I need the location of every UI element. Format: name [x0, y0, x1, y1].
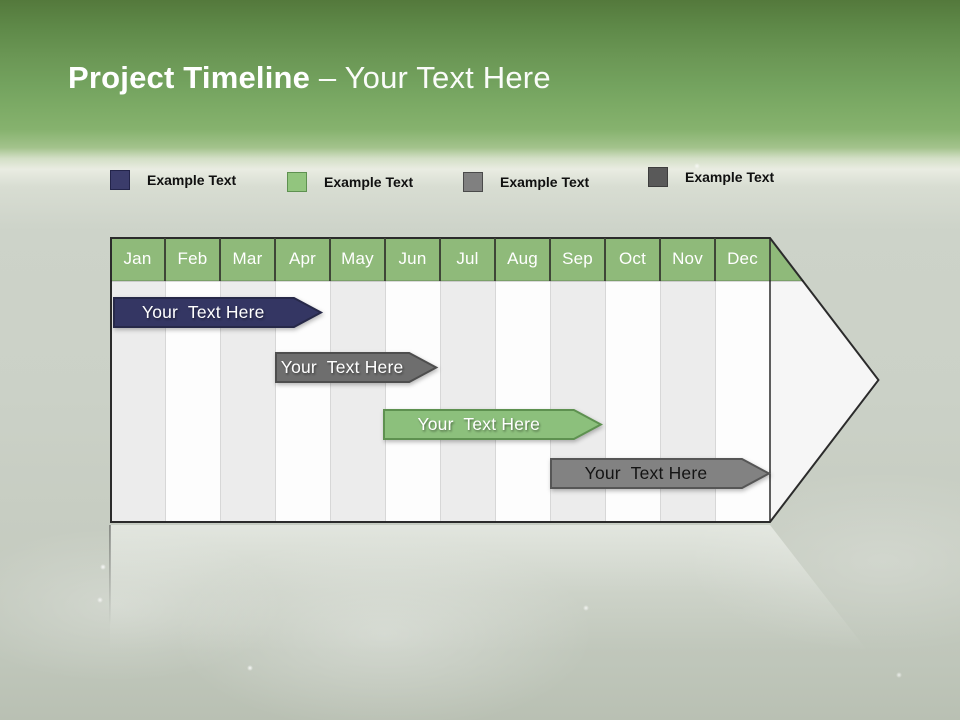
bar-arrow-shape — [275, 352, 439, 383]
month-cell-may: May — [341, 249, 374, 268]
legend-label: Example Text — [147, 172, 237, 188]
timeline-bar-3[interactable]: Your Text Here — [383, 409, 604, 440]
bar-label: Your Text Here — [417, 414, 541, 434]
legend-item-3[interactable]: Example Text — [463, 172, 589, 192]
legend-swatch-green — [287, 172, 307, 192]
month-cell-mar: Mar — [232, 249, 263, 268]
bar-label: Your Text Here — [141, 302, 265, 322]
table-reflection-edge — [109, 525, 111, 625]
bar-label: Your Text Here — [584, 463, 708, 483]
month-cell-aug: Aug — [507, 249, 538, 268]
legend-swatch-navy — [110, 170, 130, 190]
legend-label: Example Text — [500, 174, 590, 190]
month-cell-feb: Feb — [177, 249, 208, 268]
column-stripe — [440, 281, 495, 523]
table-reflection — [110, 525, 880, 675]
month-cell-jun: Jun — [398, 249, 427, 268]
month-cell-apr: Apr — [288, 249, 317, 268]
month-cell-sep: Sep — [562, 249, 593, 268]
timeline-bar-2[interactable]: Your Text Here — [275, 352, 439, 383]
bar-arrow-shape — [550, 458, 772, 489]
bar-arrow-shape — [112, 297, 323, 328]
legend-swatch-gray — [463, 172, 483, 192]
timeline-bar-4[interactable]: Your Text Here — [550, 458, 772, 489]
month-cell-jul: Jul — [456, 249, 479, 268]
column-stripe — [385, 281, 440, 523]
bar-arrow-shape — [383, 409, 604, 440]
legend-item-4[interactable]: Example Text — [648, 167, 774, 187]
legend-label: Example Text — [685, 169, 775, 185]
legend-item-2[interactable]: Example Text — [287, 172, 413, 192]
slide-title[interactable]: Project Timeline – Your Text Here — [68, 60, 551, 96]
legend-swatch-darkgray — [648, 167, 668, 187]
slide-title-bold: Project Timeline — [68, 60, 311, 95]
month-cell-jan: Jan — [123, 249, 152, 268]
legend-item-1[interactable]: Example Text — [110, 170, 236, 190]
month-cell-dec: Dec — [727, 249, 758, 268]
bar-label: Your Text Here — [280, 357, 404, 377]
column-stripe — [330, 281, 385, 523]
month-cell-nov: Nov — [672, 249, 703, 268]
timeline-bar-1[interactable]: Your Text Here — [112, 297, 323, 328]
column-stripe — [495, 281, 550, 523]
slide-title-subtitle: – Your Text Here — [310, 60, 551, 95]
month-cell-oct: Oct — [618, 249, 647, 268]
legend-label: Example Text — [324, 174, 414, 190]
timeline-chart[interactable]: Jan Feb Mar Apr May Jun Jul Aug Sep Oct Nov Dec You… — [110, 237, 880, 523]
